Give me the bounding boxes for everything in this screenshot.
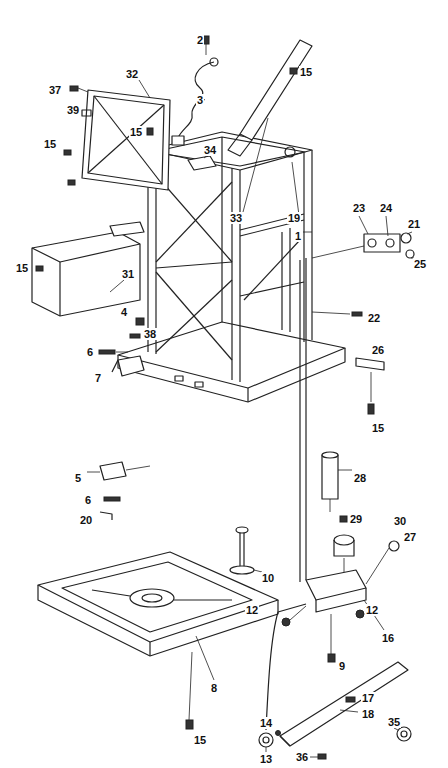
callout-number: 39 — [66, 104, 80, 116]
callout-number: 35 — [387, 716, 401, 728]
callout-number: 12 — [365, 604, 379, 616]
callout-number: 13 — [259, 753, 273, 765]
callout-number: 18 — [361, 708, 375, 720]
callout-number: 38 — [143, 328, 157, 340]
callout-number: 6 — [86, 346, 94, 358]
callout-number: 33 — [229, 212, 243, 224]
callout-number: 23 — [352, 202, 366, 214]
callout-number: 34 — [203, 144, 217, 156]
cabinet-frame — [118, 132, 345, 582]
callout-number: 29 — [349, 513, 363, 525]
callout-number: 27 — [403, 531, 417, 543]
callout-number: 15 — [43, 138, 57, 150]
leader-lines — [87, 80, 414, 757]
callout-number: 36 — [295, 751, 309, 763]
callout-number: 37 — [48, 84, 62, 96]
callout-number: 26 — [371, 344, 385, 356]
callout-number: 20 — [79, 514, 93, 526]
callout-number: 7 — [94, 372, 102, 384]
callout-number: 15 — [193, 734, 207, 746]
callout-number: 15 — [371, 422, 385, 434]
callout-number: 16 — [381, 632, 395, 644]
left-small-parts — [99, 318, 150, 520]
back-panel — [64, 86, 170, 190]
callout-number: 10 — [261, 572, 275, 584]
door-rod — [259, 604, 411, 759]
callout-number: 9 — [338, 660, 346, 672]
callout-number: 31 — [121, 268, 135, 280]
power-cord — [147, 36, 218, 170]
support-bar — [228, 40, 312, 157]
right-small-parts — [322, 358, 384, 512]
callout-number: 24 — [379, 202, 393, 214]
valve-assembly — [312, 233, 414, 316]
callout-number: 28 — [353, 472, 367, 484]
hinge-bracket — [282, 516, 399, 662]
callout-number: 22 — [367, 312, 381, 324]
callout-number: 2 — [196, 34, 204, 46]
callout-number: 30 — [393, 515, 407, 527]
cover-bracket — [32, 222, 144, 316]
callout-number: 15 — [299, 66, 313, 78]
callout-number: 1 — [294, 230, 302, 242]
callout-number: 14 — [259, 717, 273, 729]
callout-number: 3 — [196, 94, 204, 106]
callout-number: 32 — [125, 68, 139, 80]
callout-number: 5 — [74, 472, 82, 484]
callout-number: 19 — [287, 212, 301, 224]
callout-number: 6 — [84, 494, 92, 506]
callout-number: 4 — [120, 306, 128, 318]
base-pan — [38, 552, 278, 729]
callout-number: 8 — [210, 682, 218, 694]
callout-number: 12 — [245, 604, 259, 616]
callout-number: 17 — [361, 692, 375, 704]
leveling-foot — [230, 527, 254, 574]
callout-number: 15 — [129, 126, 143, 138]
callout-number: 25 — [413, 258, 427, 270]
callout-number: 15 — [15, 262, 29, 274]
callout-number: 21 — [407, 218, 421, 230]
